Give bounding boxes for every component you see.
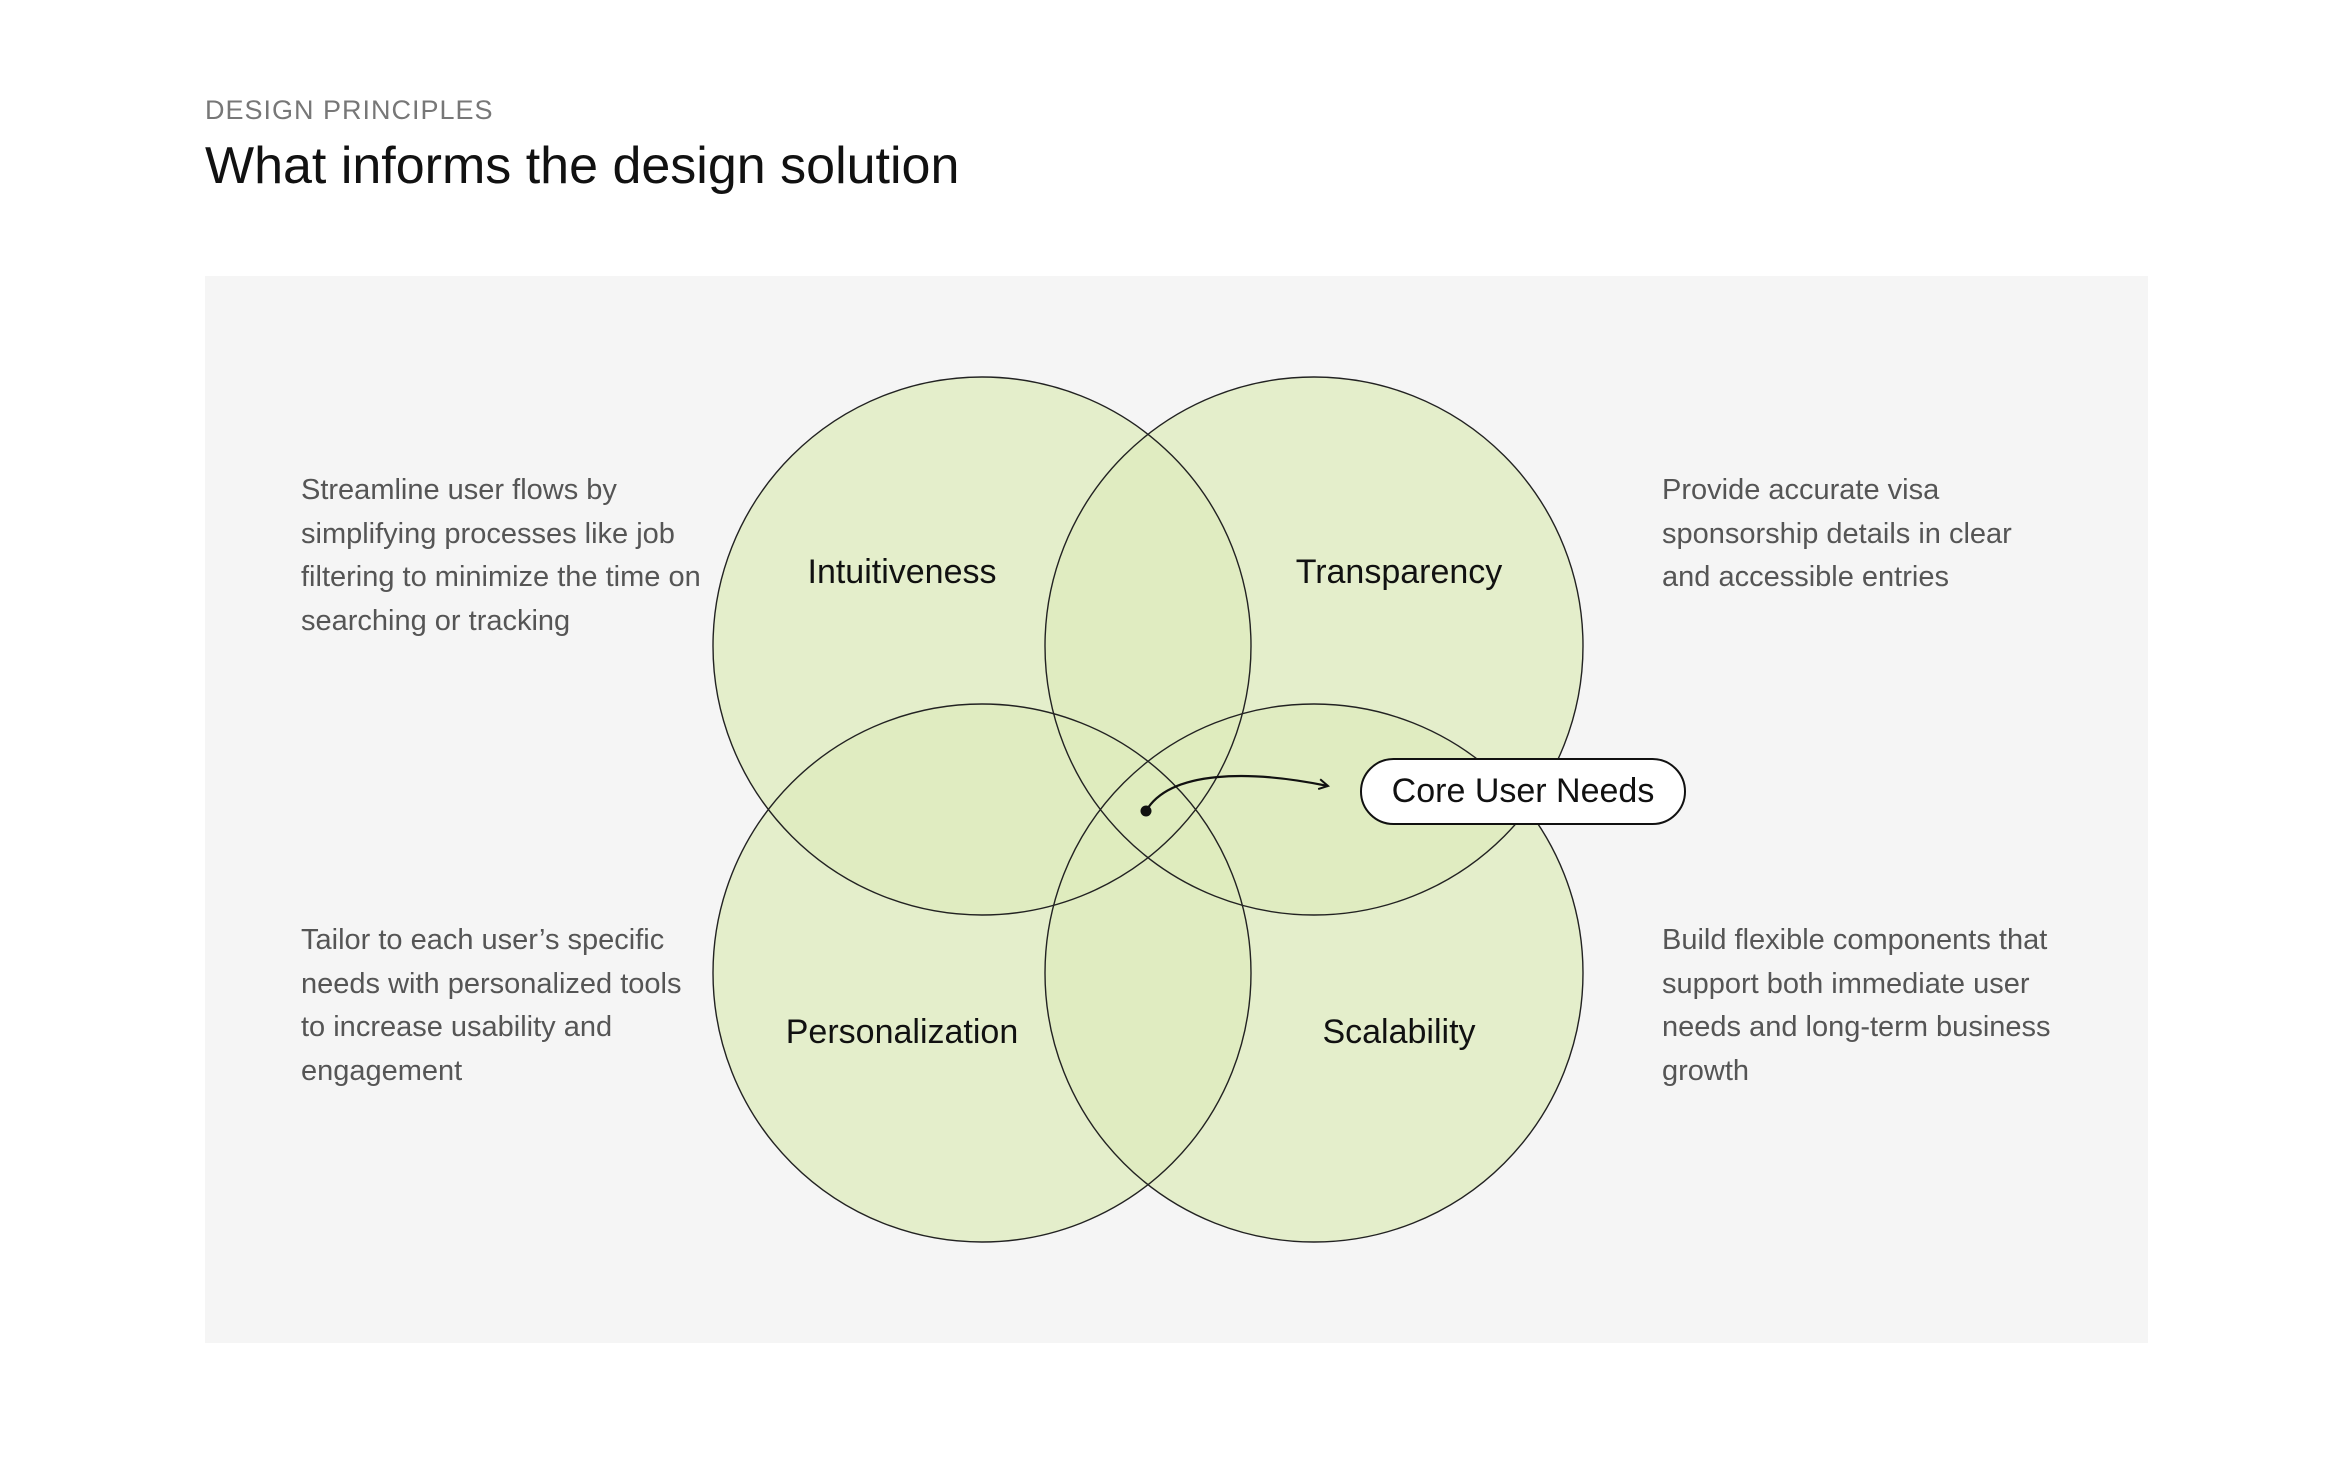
intuitiveness-description: Streamline user flows by simplifying pro… xyxy=(301,474,701,637)
circle-scalability xyxy=(1045,704,1583,1242)
circle-fills xyxy=(713,377,1583,1242)
circle-label-intuitiveness: Intuitiveness xyxy=(808,553,997,591)
core-user-needs-label: Core User Needs xyxy=(1360,758,1686,825)
transparency-description: Provide accurate visa sponsorship detail… xyxy=(1662,474,2012,593)
circle-outlines xyxy=(712,376,1584,1243)
center-arrow xyxy=(1145,774,1328,812)
circle-label-personalization: Personalization xyxy=(786,1013,1018,1051)
personalization-description: Tailor to each user’s specific needs wit… xyxy=(301,924,682,1087)
section-eyebrow: DESIGN PRINCIPLES xyxy=(205,95,494,125)
circle-label-scalability: Scalability xyxy=(1322,1013,1475,1051)
scalability-description: Build flexible components that support b… xyxy=(1662,924,2051,1087)
page-title: What informs the design solution xyxy=(205,137,960,195)
circle-label-transparency: Transparency xyxy=(1296,553,1503,591)
